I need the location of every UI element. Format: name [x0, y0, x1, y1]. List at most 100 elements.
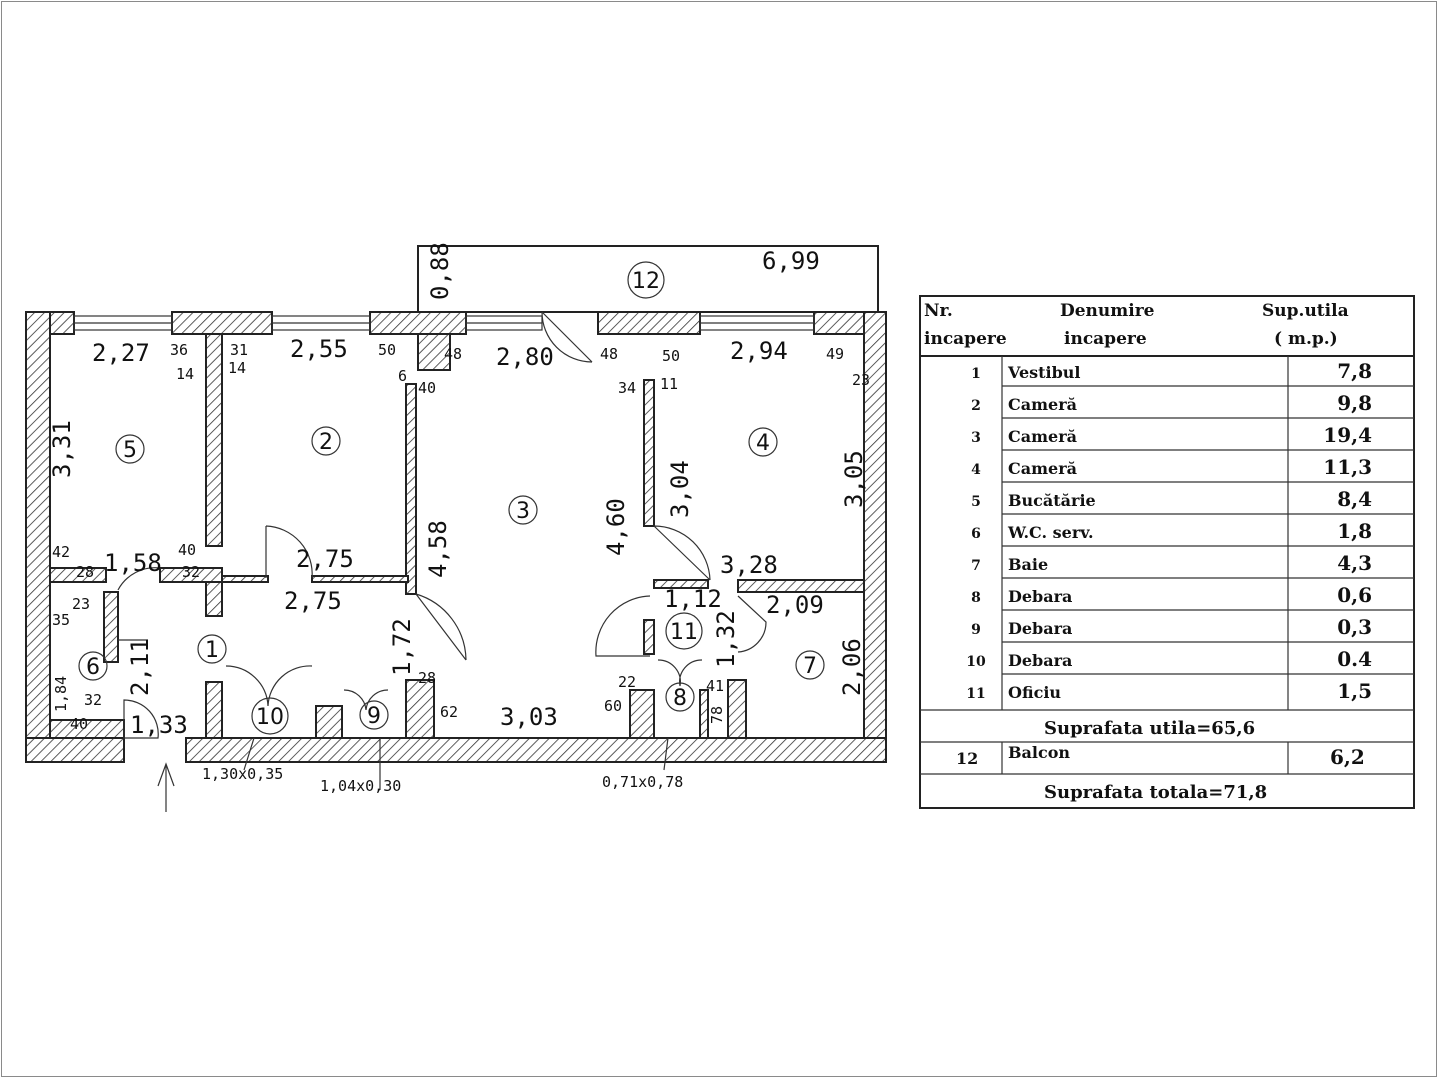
- table-cell-nr: 3: [971, 430, 981, 446]
- dim-label: 28: [418, 669, 436, 687]
- dim-label: 1,32: [712, 610, 740, 668]
- table-cell-name: Debara: [1008, 587, 1072, 606]
- dim-label: 11: [660, 375, 678, 393]
- dim-label: 1,33: [130, 711, 188, 739]
- table-subtotal: Suprafata utila=65,6: [1044, 718, 1255, 739]
- dim-label: 3,31: [48, 420, 76, 478]
- table-cell-name: Debara: [1008, 619, 1072, 638]
- table-cell-name: Oficiu: [1008, 683, 1061, 702]
- wall-left: [25, 311, 51, 763]
- dim-label: 36: [170, 341, 188, 359]
- table-cell-name: Vestibul: [1007, 363, 1081, 382]
- dim-label: 1,30x0,35: [202, 765, 283, 783]
- dim-label: 3,28: [720, 551, 778, 579]
- dim-label: 1,04x0,30: [320, 777, 401, 795]
- table-cell-area: 9,8: [1337, 391, 1372, 415]
- dim-label: 4,58: [424, 520, 452, 578]
- wall-top-3: [369, 311, 467, 335]
- room-number-12: 12: [632, 269, 660, 294]
- dim-label: 23: [852, 371, 870, 389]
- table-cell-name: W.C. serv.: [1007, 523, 1094, 542]
- table-cell-area: 7,8: [1337, 359, 1372, 383]
- wall-pillar: [417, 333, 451, 371]
- table-cell-nr: 1: [971, 366, 981, 382]
- dimension-labels: 2,27 36 31 2,55 50 48 2,80 48 50 2,94 49…: [48, 242, 870, 795]
- table-cell-nr: 4: [971, 462, 981, 478]
- dim-label: 2,75: [284, 587, 342, 615]
- dim-label: 1,84: [52, 676, 70, 712]
- dim-label: 40: [178, 541, 196, 559]
- table-header-denumire: Denumire: [1060, 301, 1155, 321]
- table-cell-area: 1,5: [1337, 679, 1372, 703]
- table-cell-nr: 11: [966, 686, 985, 702]
- room-number-1: 1: [205, 638, 219, 663]
- dim-label: 14: [176, 365, 194, 383]
- dim-label: 6: [398, 367, 407, 385]
- table-cell-area: 4,3: [1337, 551, 1372, 575]
- dim-label: 41: [706, 677, 724, 695]
- dim-label: 2,09: [766, 591, 824, 619]
- table-cell-name: Bucătărie: [1008, 491, 1096, 510]
- table-cell-name: Cameră: [1008, 459, 1077, 478]
- table-header-sup-utila: Sup.utila: [1262, 301, 1349, 321]
- table-cell-area: 19,4: [1323, 423, 1372, 447]
- table-cell-area: 8,4: [1337, 487, 1372, 511]
- room-number-5: 5: [123, 438, 137, 463]
- dim-label: 35: [52, 611, 70, 629]
- room-number-4: 4: [756, 431, 770, 456]
- table-cell-nr: 7: [971, 558, 981, 574]
- dim-label: 22: [618, 673, 636, 691]
- dim-label: 42: [52, 543, 70, 561]
- table-balcony-area: 6,2: [1330, 745, 1365, 769]
- room-number-8: 8: [673, 686, 687, 711]
- dim-label: 2,75: [296, 545, 354, 573]
- dim-label: 2,11: [126, 638, 154, 696]
- dim-label: 6,99: [762, 247, 820, 275]
- dim-label: 2,55: [290, 335, 348, 363]
- table-cell-area: 0.4: [1337, 647, 1372, 671]
- table-cell-area: 1,8: [1337, 519, 1372, 543]
- table-cell-area: 11,3: [1323, 455, 1372, 479]
- room-number-7: 7: [803, 654, 817, 679]
- dim-label: 3,04: [666, 460, 694, 518]
- dim-label: 62: [440, 703, 458, 721]
- table-cell-area: 0,6: [1337, 583, 1372, 607]
- dim-label: 3,03: [500, 703, 558, 731]
- dim-label: 1,58: [104, 549, 162, 577]
- dim-label: 48: [600, 345, 618, 363]
- wall-top-2: [171, 311, 273, 335]
- room-number-6: 6: [86, 655, 100, 680]
- wall-bottom-2: [185, 737, 887, 763]
- table-cell-area: 0,3: [1337, 615, 1372, 639]
- door-swings: [117, 311, 767, 812]
- dim-label: 49: [826, 345, 844, 363]
- dim-label: 0,71x0,78: [602, 773, 683, 791]
- room-number-3: 3: [516, 499, 530, 524]
- dim-label: 50: [662, 347, 680, 365]
- table-header-incapere: incapere: [1064, 329, 1147, 349]
- room-number-10: 10: [256, 705, 284, 730]
- dim-label: 78: [708, 706, 726, 724]
- dim-label: 32: [84, 691, 102, 709]
- dim-label: 14: [228, 359, 246, 377]
- table-header-incapere: incapere: [924, 329, 1007, 349]
- dim-label: 2,94: [730, 337, 788, 365]
- table-cell-name: Cameră: [1008, 395, 1077, 414]
- interior-walls: [49, 333, 865, 739]
- dim-label: 50: [378, 341, 396, 359]
- dim-label: 3,05: [840, 450, 868, 508]
- room-number-2: 2: [319, 430, 333, 455]
- dim-label: 2,27: [92, 339, 150, 367]
- table-cell-nr: 6: [971, 526, 981, 542]
- table-cell-nr: 5: [971, 494, 981, 510]
- dim-label: 1,12: [664, 585, 722, 613]
- wall-bottom-1: [25, 737, 125, 763]
- dim-label: 28: [76, 563, 94, 581]
- dim-label: 23: [72, 595, 90, 613]
- table-cell-nr: 10: [966, 654, 986, 670]
- table-cell-nr: 9: [971, 622, 981, 638]
- dim-label: 48: [444, 345, 462, 363]
- room-number-9: 9: [367, 704, 381, 729]
- table-cell-name: Cameră: [1008, 427, 1077, 446]
